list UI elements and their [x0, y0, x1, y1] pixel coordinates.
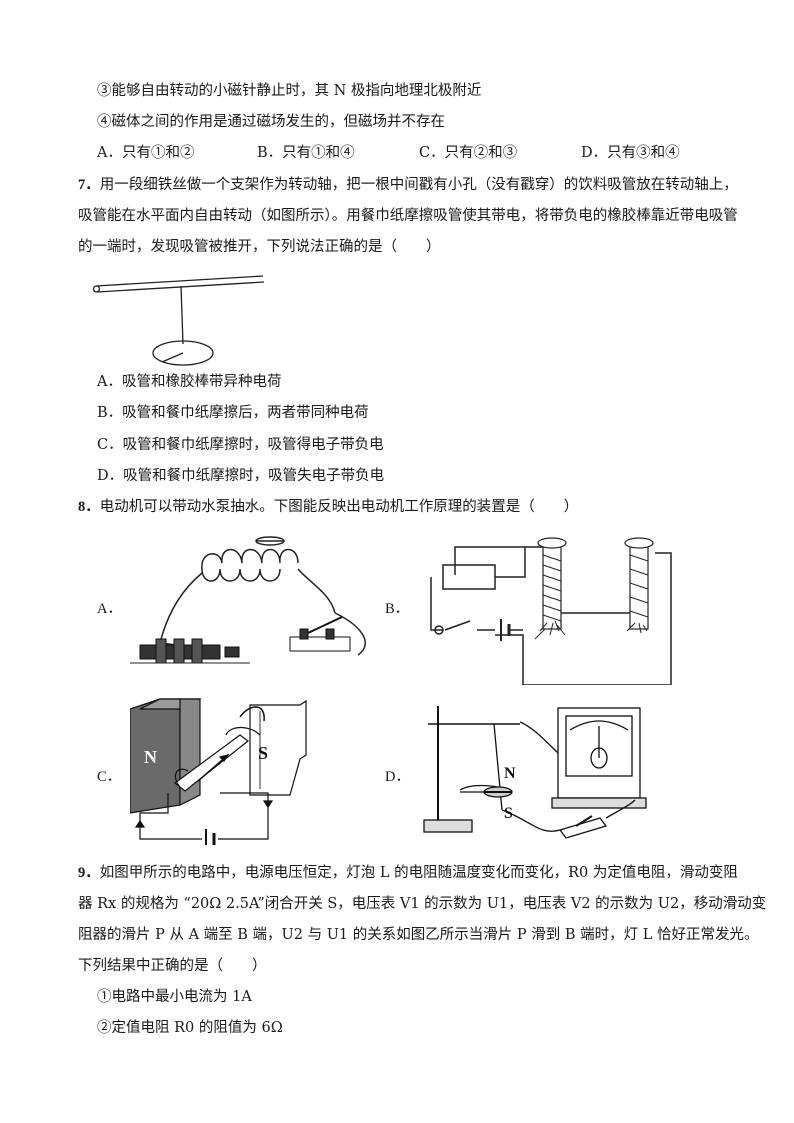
q7-option-a[interactable]: A．吸管和橡胶棒带异种电荷 [97, 374, 282, 390]
q8-figure-c-motor-principle[interactable]: N S [130, 695, 320, 845]
q9-statement-2: ②定值电阻 R0 的阻值为 6Ω [97, 1020, 283, 1036]
magnet-n-pole-label: N [144, 747, 157, 767]
q8-figure-b-electromagnets[interactable] [415, 535, 675, 685]
q6-statement-4: ④磁体之间的作用是通过磁场发生的，但磁场并不存在 [97, 114, 445, 130]
straw-on-pivot-figure [92, 275, 265, 366]
q9-number: 9． [78, 865, 100, 881]
q6-statement-3: ③能够自由转动的小磁针静止时，其 N 极指向地理北极附近 [97, 83, 482, 99]
magnet-s-pole-label: S [258, 743, 268, 763]
q9-stem-text-1: 如图甲所示的电路中，电源电压恒定，灯泡 L 的电阻随温度变化而变化，R0 为定值… [99, 865, 738, 881]
q9-stem-line-4: 下列结果中正确的是（ ） [78, 958, 267, 974]
q8-stem-text: 电动机可以带动水泵抽水。下图能反映出电动机工作原理的装置是（ ） [99, 499, 579, 515]
q8-option-c-label[interactable]: C． [97, 769, 122, 785]
q8-stem: 8．电动机可以带动水泵抽水。下图能反映出电动机工作原理的装置是（ ） [78, 498, 578, 516]
q7-option-b[interactable]: B．吸管和餐巾纸摩擦后，两者带同种电荷 [97, 405, 369, 421]
q8-number: 8． [78, 499, 100, 515]
q9-stem-line-2: 器 Rx 的规格为 “20Ω 2.5A”闭合开关 S，电压表 V1 的示数为 U… [78, 896, 767, 912]
q6-option-d[interactable]: D．只有③和④ [581, 145, 680, 161]
q9-stem-line-3: 阻器的滑片 P 从 A 端至 B 端，U2 与 U1 的关系如图乙所示当滑片 P… [78, 927, 759, 943]
q8-option-b-label[interactable]: B． [385, 601, 410, 617]
q8-figure-d-oersted-setup[interactable]: N S [420, 700, 650, 845]
q7-stem-text-1: 用一段细铁丝做一个支架作为转动轴，把一根中间戳有小孔（没有戳穿）的饮料吸管放在转… [99, 177, 738, 193]
q6-option-b[interactable]: B．只有①和④ [257, 145, 355, 161]
q7-stem-line-3: 的一端时，发现吸管被推开，下列说法正确的是（ ） [78, 239, 441, 255]
needle-n-label: N [504, 765, 516, 782]
needle-s-label: S [504, 805, 513, 822]
q8-figure-a-induction-coil[interactable] [130, 533, 380, 673]
q7-number: 7． [78, 177, 100, 193]
q8-option-a-label[interactable]: A． [97, 601, 122, 617]
q8-option-d-label[interactable]: D． [385, 769, 410, 785]
q9-stem-line-1: 9．如图甲所示的电路中，电源电压恒定，灯泡 L 的电阻随温度变化而变化，R0 为… [78, 864, 738, 882]
q7-option-c[interactable]: C．吸管和餐巾纸摩擦时，吸管得电子带负电 [97, 437, 384, 453]
q7-stem-line-2: 吸管能在水平面内自由转动（如图所示）。用餐巾纸摩擦吸管使其带电，将带负电的橡胶棒… [78, 208, 738, 224]
q7-option-d[interactable]: D．吸管和餐巾纸摩擦时，吸管失电子带负电 [97, 468, 385, 484]
q7-stem-line-1: 7．用一段细铁丝做一个支架作为转动轴，把一根中间戳有小孔（没有戳穿）的饮料吸管放… [78, 176, 738, 194]
q6-option-c[interactable]: C．只有②和③ [419, 145, 518, 161]
q6-option-a[interactable]: A．只有①和② [97, 145, 195, 161]
q9-statement-1: ①电路中最小电流为 1A [97, 989, 252, 1005]
